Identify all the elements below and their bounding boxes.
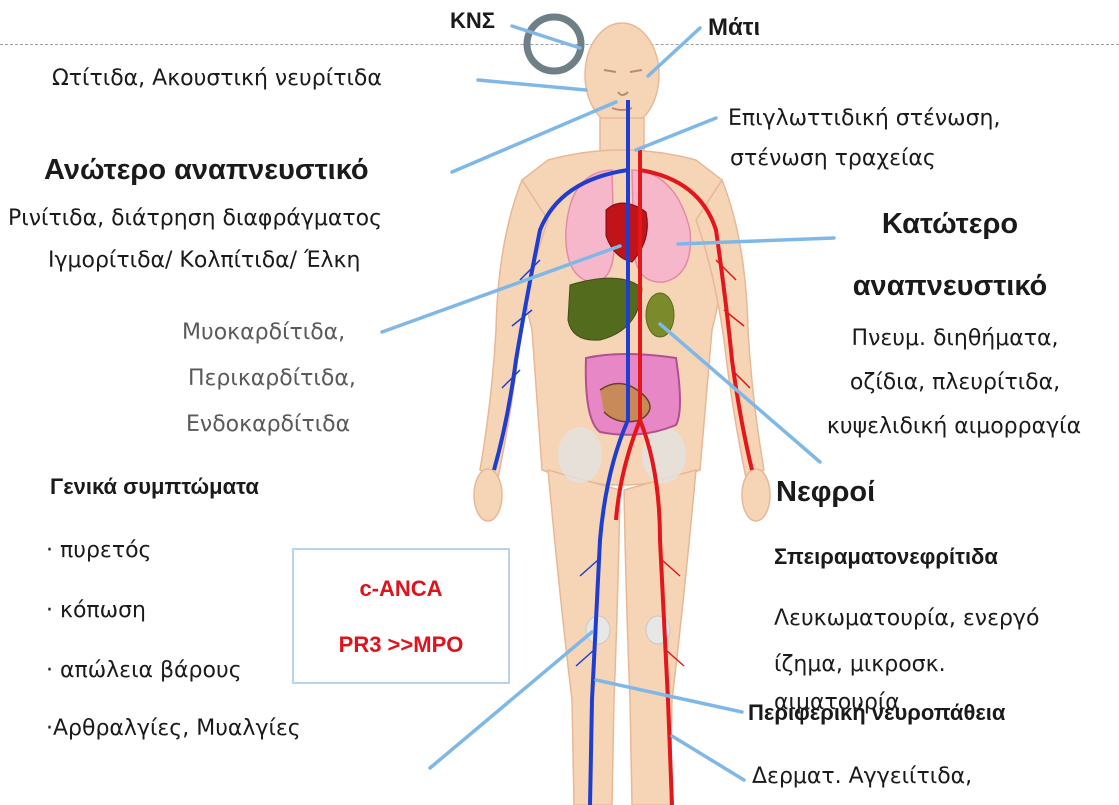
label-epiglottic-2: στένωση τραχείας	[730, 146, 936, 171]
anca-badge-line-1: c-ANCA	[294, 576, 508, 602]
lower-respiratory-line-3: κυψελιδική αιμορραγία	[790, 414, 1118, 439]
cardio-line-3: Ενδοκαρδίτιδα	[186, 412, 350, 437]
general-symptoms-title: Γενικά συμπτώματα	[50, 474, 259, 500]
label-eye: Μάτι	[708, 14, 760, 42]
general-symptom-item: · πυρετός	[46, 538, 151, 563]
cardio-line-2: Περικαρδίτιδα,	[188, 366, 356, 391]
general-symptom-item: · απώλεια βάρους	[46, 658, 242, 683]
label-otitis: Ωτίτιδα, Ακουστική νευρίτιδα	[52, 66, 382, 91]
skin-vasculitis-label: Δερματ. Αγγειίτιδα,	[752, 764, 972, 789]
renal-line-2: ίζημα, μικροσκ.	[774, 652, 946, 677]
upper-respiratory-line-1: Ρινίτιδα, διάτρηση διαφράγματος	[8, 206, 382, 231]
renal-line-1: Λευκωματουρία, ενεργό	[774, 606, 1039, 631]
intestines	[586, 354, 680, 435]
general-symptom-item: ·Αρθραλγίες, Μυαλγίες	[46, 716, 301, 741]
anca-badge: c-ANCA PR3 >>MPO	[292, 548, 510, 684]
anca-badge-line-2: PR3 >>MPO	[294, 632, 508, 658]
lower-respiratory-line-2: οζίδια, πλευρίτιδα,	[800, 370, 1110, 395]
lower-respiratory-title-1: Κατώτερο	[850, 208, 1050, 241]
glomerulonephritis-title: Σπειραματονεφρίτιδα	[774, 544, 998, 570]
general-symptom-item: · κόπωση	[46, 598, 146, 623]
label-cns: ΚΝΣ	[450, 8, 495, 34]
kidneys-title: Νεφροί	[776, 476, 875, 509]
label-epiglottic-1: Επιγλωττιδική στένωση,	[728, 106, 1000, 131]
lower-respiratory-title-2: αναπνευστικό	[820, 270, 1080, 303]
upper-respiratory-title: Ανώτερο αναπνευστικό	[44, 154, 369, 187]
upper-respiratory-line-2: Ιγμορίτιδα/ Κολπίτιδα/ Έλκη	[48, 248, 360, 273]
lower-respiratory-line-1: Πνευμ. διηθήματα,	[800, 326, 1110, 351]
peripheral-neuropathy-title: Περιφερική νευροπάθεια	[748, 700, 1005, 726]
cardio-line-1: Μυοκαρδίτιδα,	[182, 320, 345, 345]
